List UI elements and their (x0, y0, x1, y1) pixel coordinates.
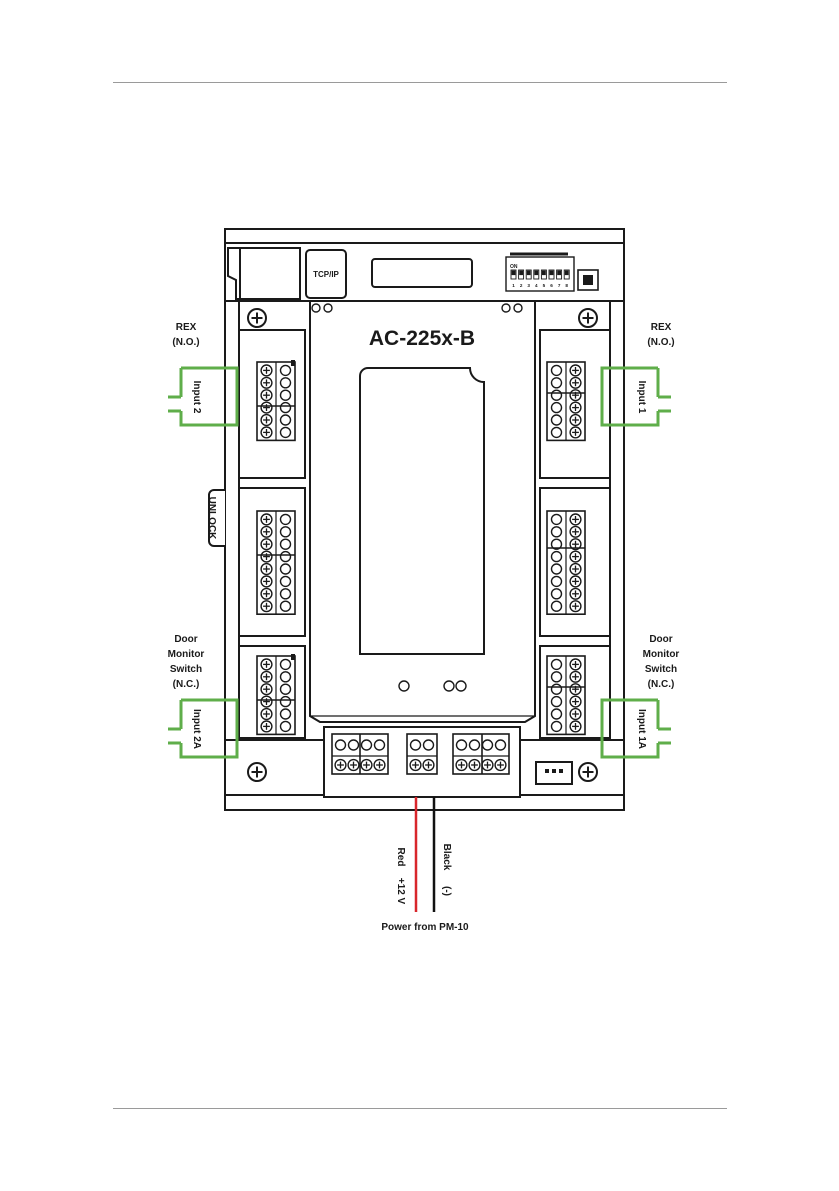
rex-left-title: REX (176, 322, 197, 333)
aux-connector (545, 769, 563, 773)
bottom-terminal-block (453, 734, 509, 774)
door-left-line1: Door (174, 634, 197, 645)
dip-number: 2 (520, 283, 523, 288)
tcpip-label: TCP/IP (313, 270, 339, 279)
dip-number: 4 (535, 283, 538, 288)
rex-right-subtitle: (N.O.) (647, 337, 674, 348)
door-right-line3: Switch (645, 664, 677, 675)
door-right-line1: Door (649, 634, 672, 645)
side-terminal-block (547, 362, 585, 440)
dip-number: 3 (527, 283, 530, 288)
model-name: AC-225x-B (369, 327, 475, 350)
dip-number: 5 (543, 283, 546, 288)
red-wire-value: +12 V (395, 878, 406, 905)
side-terminal-block (547, 656, 585, 734)
black-wire-value: (-) (441, 886, 452, 896)
dip-number: 6 (550, 283, 553, 288)
input-2-tag: Input 2 (191, 381, 202, 414)
door-right-line2: Monitor (643, 649, 680, 660)
input-1-tag: Input 1 (636, 381, 647, 414)
unlock-label: UNLOCK (206, 497, 217, 541)
door-left-line4: (N.C.) (173, 679, 200, 690)
rex-right-title: REX (651, 322, 672, 333)
input-2a-tag: Input 2A (191, 709, 202, 749)
door-right-line4: (N.C.) (648, 679, 675, 690)
door-left-line3: Switch (170, 664, 202, 675)
side-terminal-block (257, 511, 295, 614)
dip-number: 7 (558, 283, 561, 288)
side-terminal-block (257, 654, 295, 734)
door-left-line2: Monitor (168, 649, 205, 660)
side-terminal-block (547, 511, 585, 614)
dip-number: 8 (565, 283, 568, 288)
dip-number: 1 (512, 283, 515, 288)
power-caption: Power from PM-10 (381, 922, 469, 933)
red-wire-label: Red (395, 848, 406, 867)
bottom-terminal-block (407, 734, 437, 774)
rex-left-subtitle: (N.O.) (172, 337, 199, 348)
black-wire-label: Black (441, 844, 452, 871)
side-terminal-block (257, 360, 295, 440)
input-1a-tag: Input 1A (636, 709, 647, 749)
dip-on-label: ON (510, 264, 518, 270)
